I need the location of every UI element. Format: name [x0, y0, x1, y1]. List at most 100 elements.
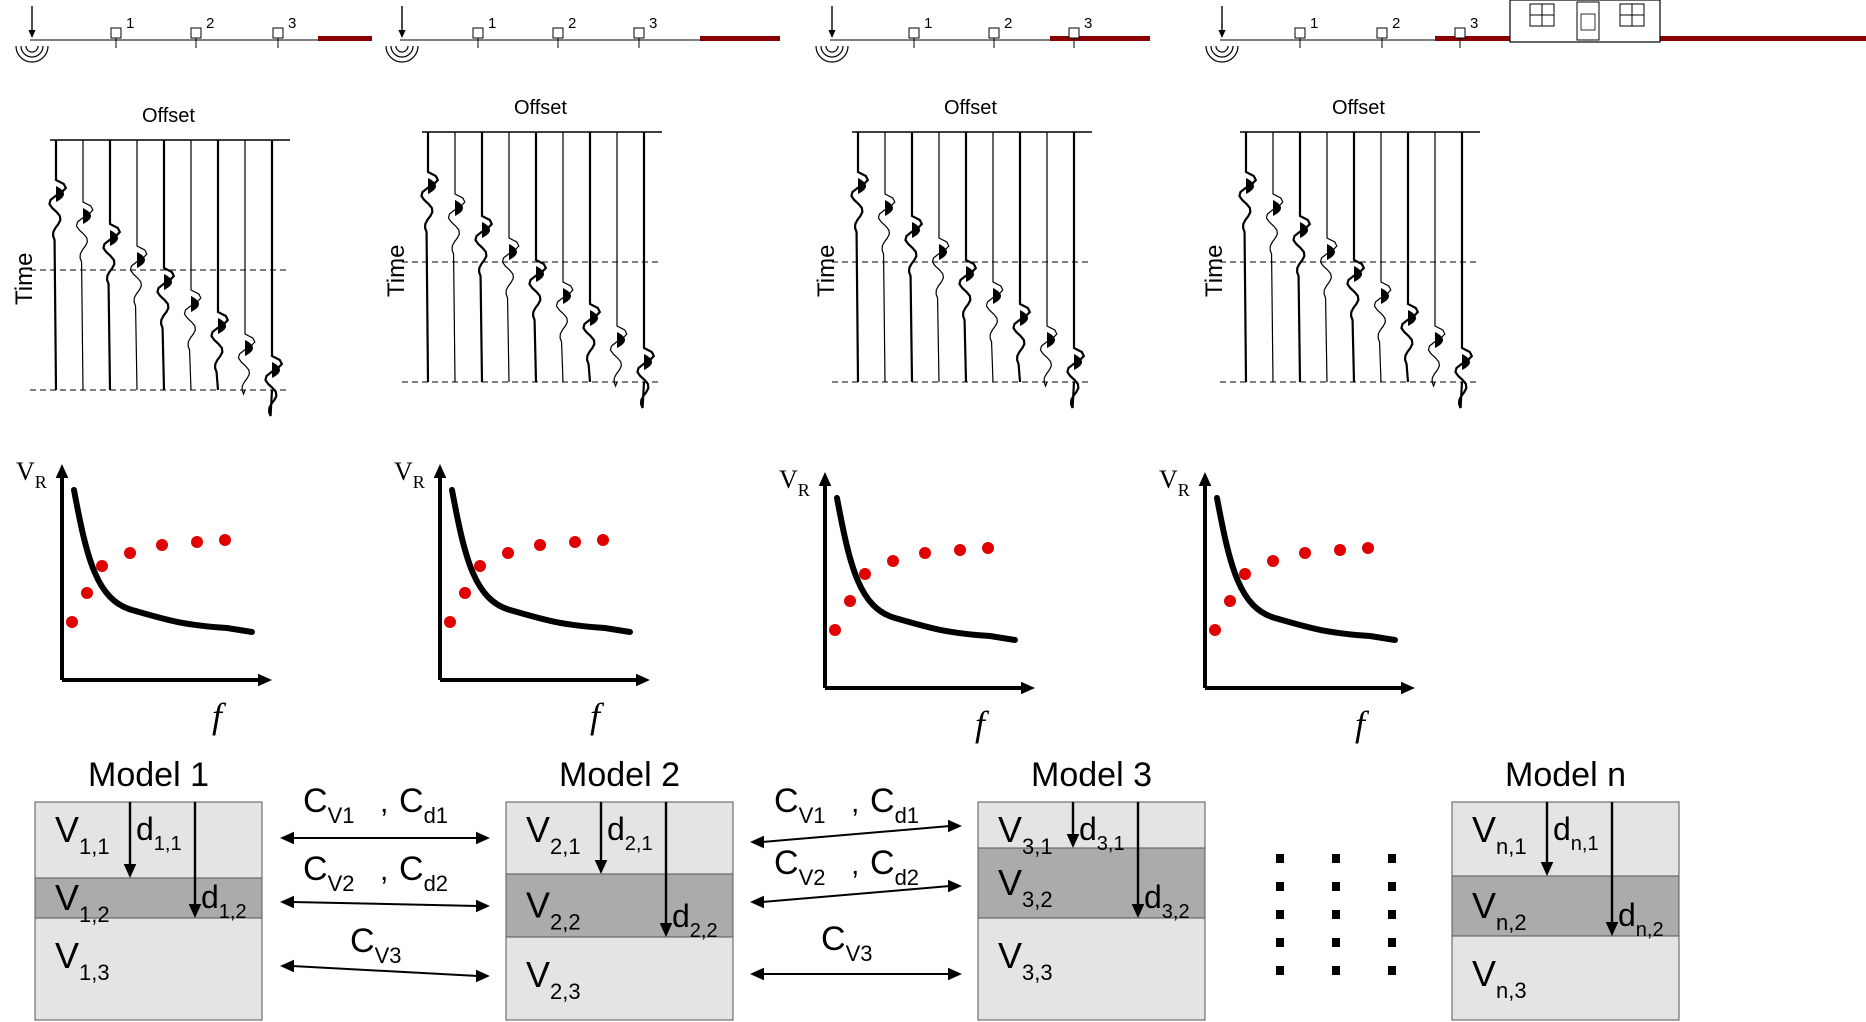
arrowhead — [28, 30, 36, 38]
offset-label: Offset — [514, 97, 567, 119]
ellipsis-dot — [1388, 882, 1396, 891]
seismic-trace — [609, 132, 628, 388]
geophone-number: 2 — [1392, 15, 1400, 32]
ellipsis-dot — [1276, 910, 1284, 919]
constraint-link: CV1, Cd1 — [280, 782, 490, 845]
trace-wiggle-fill — [1462, 354, 1470, 370]
seismic-trace — [501, 132, 520, 383]
geophone-icon — [908, 27, 920, 48]
arrowhead — [258, 673, 272, 687]
wave-arc — [1215, 45, 1229, 53]
geophone-icon — [272, 27, 284, 48]
dispersion-point — [502, 547, 514, 559]
geophone-body — [472, 27, 484, 39]
layer-velocity-label: V2,2 — [526, 885, 581, 935]
layer-velocity-label: V1,1 — [55, 809, 110, 859]
dispersion-chart: VRf — [779, 465, 1035, 744]
layer-model: Model 2V2,1V2,2V2,3d2,1d2,2 — [505, 756, 734, 1021]
ellipsis-dot — [1388, 910, 1396, 919]
ellipsis-dot — [1332, 938, 1340, 947]
arrowhead — [1131, 904, 1145, 918]
wave-arc — [1210, 45, 1234, 58]
arrowhead — [188, 904, 202, 918]
trace-wiggle-fill — [1327, 244, 1335, 260]
seismic-trace — [582, 132, 602, 383]
layer-velocity-label: V3,3 — [998, 935, 1053, 985]
ellipsis-dot — [1276, 882, 1284, 891]
dispersion-chart: VRf — [1159, 465, 1415, 744]
constraint-link: CV3 — [750, 920, 962, 981]
trace-wiggle-fill — [272, 362, 280, 378]
wave-arc — [20, 45, 44, 58]
trace-wiggle-fill — [1047, 332, 1055, 348]
geophone-number: 2 — [1004, 15, 1012, 32]
constraint-depth-label: Cd1 — [870, 782, 919, 828]
geophone-number: 2 — [206, 15, 214, 32]
seismic-trace — [931, 132, 950, 383]
wave-arc — [15, 45, 49, 63]
trace-wiggle-fill — [191, 296, 199, 312]
dispersion-curve — [449, 487, 633, 635]
house-door-panel — [1580, 13, 1596, 31]
trace-wiggle-fill — [966, 266, 974, 282]
geophone-body — [1376, 27, 1388, 39]
ellipsis-dot — [1388, 938, 1396, 947]
depth-label-1: d2,1 — [607, 811, 653, 855]
model-title: Model n — [1505, 756, 1626, 794]
offset-label: Offset — [1332, 97, 1385, 119]
dispersion-curve — [1214, 495, 1398, 643]
dispersion-point — [191, 536, 203, 548]
geophone-body — [988, 27, 1000, 39]
dispersion-point — [124, 547, 136, 559]
trace-wiggle-fill — [858, 178, 866, 194]
model-layer — [977, 801, 1206, 849]
geophone-icon — [472, 27, 484, 48]
trace-wiggle-fill — [137, 252, 145, 268]
geophone-icon — [552, 27, 564, 48]
vr-label: VR — [1159, 465, 1190, 500]
dispersion-point — [66, 616, 78, 628]
depth-label-2: dn,2 — [1618, 897, 1664, 941]
trace-wiggle-fill — [56, 186, 64, 202]
constraint-velocity-label: CV1 — [303, 782, 354, 828]
geophone-icon — [1294, 27, 1306, 48]
trace-wiggle-fill — [563, 288, 571, 304]
seismic-trace — [1265, 132, 1284, 383]
dispersion-point — [569, 536, 581, 548]
trace-wiggle-fill — [590, 310, 598, 326]
dispersion-point — [1224, 595, 1236, 607]
geophone-number: 1 — [488, 15, 496, 32]
constraint-arrow-line — [291, 901, 479, 907]
ellipsis-dot — [1332, 882, 1340, 891]
model-layer — [34, 801, 263, 879]
constraint-depth-label: Cd1 — [399, 782, 448, 828]
geophone-icon — [988, 27, 1000, 48]
arrowhead — [1605, 922, 1619, 936]
arrowhead — [828, 30, 836, 38]
trace-wiggle-fill — [1381, 288, 1389, 304]
dispersion-curve — [71, 487, 255, 635]
arrowhead — [280, 959, 294, 973]
wave-arc — [820, 45, 844, 58]
arrowhead — [55, 464, 69, 478]
seismic-trace — [1454, 132, 1474, 409]
seismic-trace — [1066, 132, 1086, 409]
constraint-arrow-line — [761, 825, 951, 843]
seismic-trace — [1238, 132, 1258, 383]
profile-bar — [700, 36, 780, 41]
geophone-number: 1 — [1310, 15, 1318, 32]
ellipsis-dot — [1388, 966, 1396, 975]
geophone-number: 3 — [1084, 15, 1092, 32]
dispersion-point — [859, 568, 871, 580]
constraint-link: CV3 — [280, 922, 490, 983]
constraint-separator: , — [851, 848, 859, 881]
seismic-source-icon — [15, 45, 49, 63]
model-title: Model 2 — [559, 756, 680, 794]
seismic-trace — [904, 132, 924, 383]
constraint-velocity-label: CV1 — [774, 782, 825, 828]
dispersion-point — [219, 534, 231, 546]
wave-arc — [395, 45, 409, 53]
